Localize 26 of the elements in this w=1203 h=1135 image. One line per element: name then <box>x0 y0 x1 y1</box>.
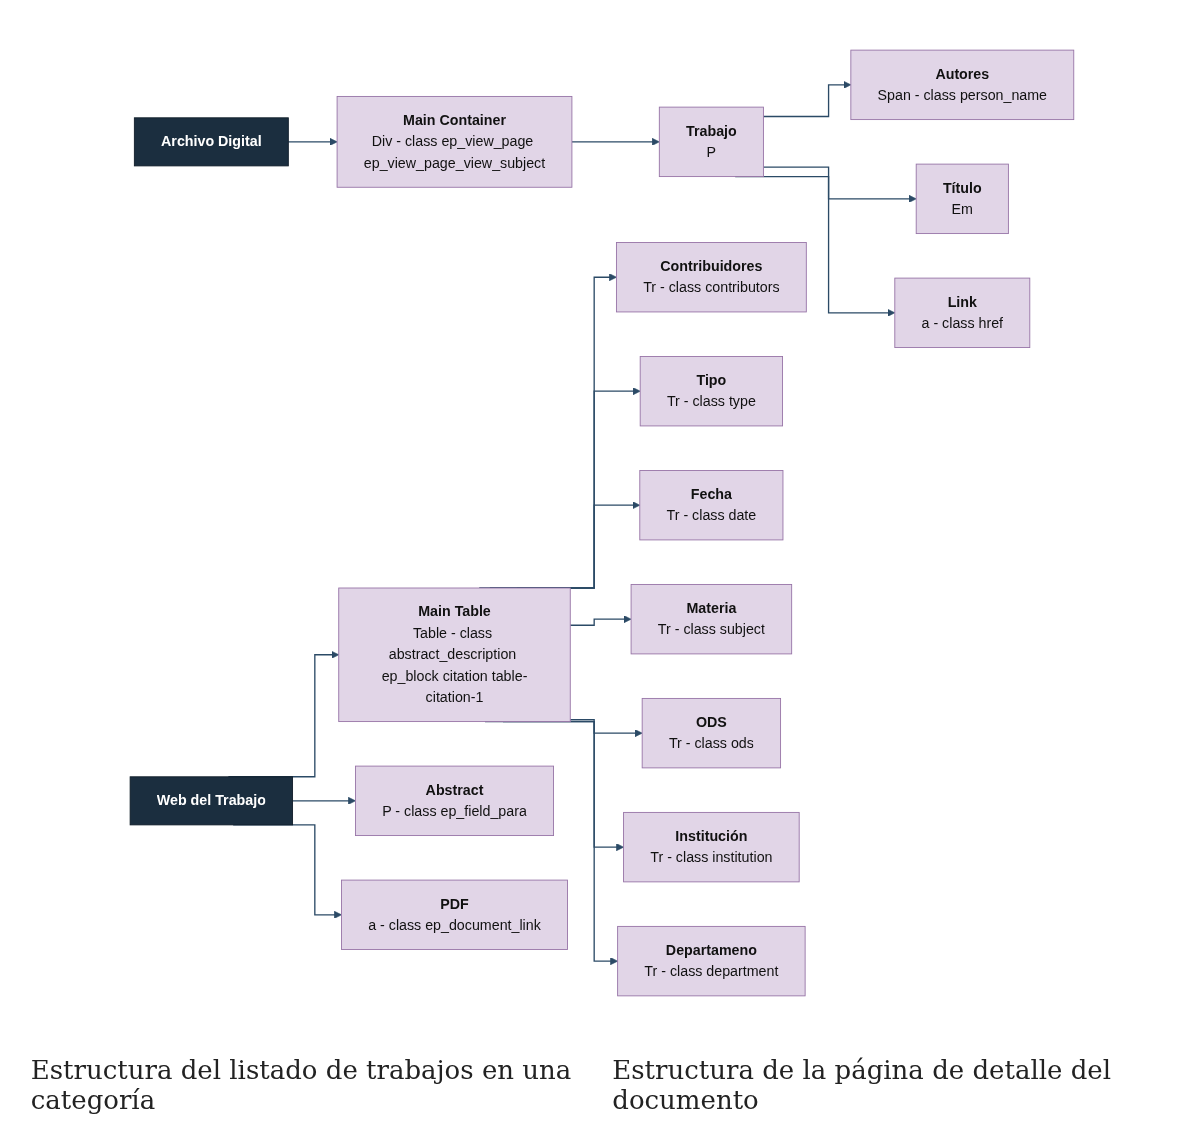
arrow <box>762 166 917 203</box>
node-box: Main Container Div - class ep_view_page ep_view_page_view_subject <box>336 95 572 188</box>
caption-text: Estructura de la página de detalle del documento <box>612 1055 1113 1115</box>
node-box: Abstract P - class ep_field_para <box>354 765 554 836</box>
arrow <box>570 137 660 146</box>
arrow <box>762 80 851 117</box>
node-box: Tipo Tr - class type <box>639 355 783 426</box>
node-box: Web del Trabajo <box>129 775 293 825</box>
node-box: Contribuidores Tr - class contributors <box>615 241 807 312</box>
arrow <box>569 614 631 626</box>
node-box: Main Table Table - class abstract_description ep_block citation table-citation-1 <box>337 587 571 722</box>
node-box: PDF a - class ep_document_link <box>340 879 568 950</box>
node-box: ODS Tr - class ods <box>641 697 781 768</box>
node-box: Materia Tr - class subject <box>630 583 792 654</box>
node-box: Trabajo P <box>658 106 764 177</box>
node-box: Fecha Tr - class date <box>638 469 783 540</box>
arrow <box>291 796 356 805</box>
node-box: Archivo Digital <box>133 116 289 166</box>
node-box: Departameno Tr - class department <box>616 925 806 996</box>
arrow <box>287 137 337 146</box>
caption-text: Estructura del listado de trabajos en una categoría <box>30 1055 573 1115</box>
node-box: Institución Tr - class institution <box>622 811 800 882</box>
node-box: Título Em <box>915 163 1009 234</box>
arrow <box>569 718 643 737</box>
node-box: Link a - class href <box>893 277 1030 348</box>
node-box: Autores Span - class person_name <box>849 49 1074 120</box>
